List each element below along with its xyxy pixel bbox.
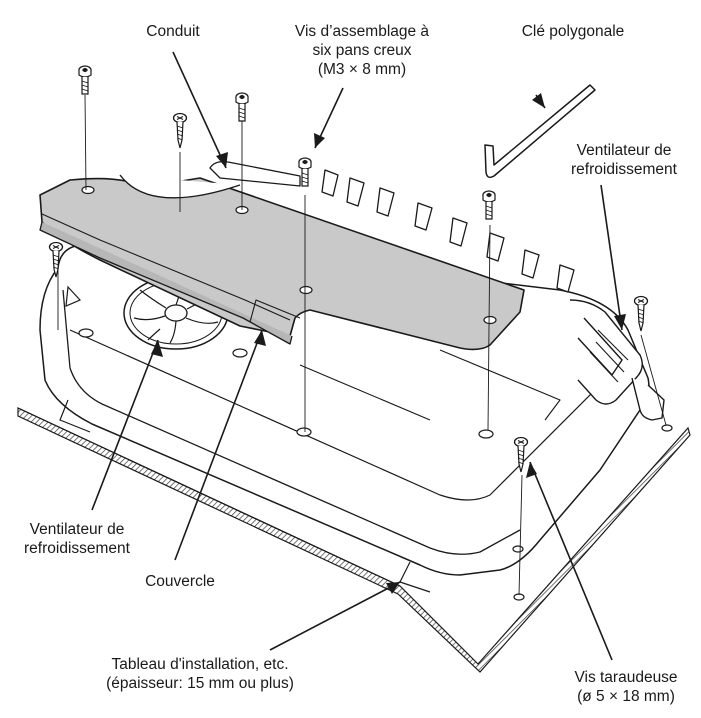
heat-fins — [209, 160, 575, 293]
label-board-line1: Tableau d'installation, etc. — [111, 656, 289, 673]
tapping-screw-3 — [633, 295, 649, 332]
hex-screw-2 — [235, 92, 249, 122]
right-fan-housing — [569, 299, 665, 421]
hex-screw-4 — [482, 190, 496, 220]
callout-arrowheads — [151, 93, 626, 594]
tapping-screw-1 — [172, 112, 188, 149]
label-hex-screws: Vis d’assemblage à six pans creux (M3 × … — [262, 22, 462, 79]
label-tapping-screw: Vis taraudeuse (ø 5 × 18 mm) — [556, 668, 696, 706]
label-fan-left-line2: refroidissement — [24, 540, 130, 557]
label-fan-left-line1: Ventilateur de — [29, 521, 125, 538]
hex-screw-1 — [78, 65, 92, 95]
label-tapping-screw-line1: Vis taraudeuse — [574, 669, 678, 686]
hex-key-tool — [484, 84, 596, 179]
conduit-plate — [39, 174, 525, 351]
label-hex-screws-line3: (M3 × 8 mm) — [317, 61, 407, 78]
label-board: Tableau d'installation, etc. (épaisseur:… — [70, 655, 330, 693]
callout-lines — [91, 51, 623, 661]
label-hex-screws-line2: six pans creux — [312, 42, 412, 59]
label-board-line2: (épaisseur: 15 mm ou plus) — [106, 675, 294, 692]
bottom-fan — [123, 276, 229, 350]
installation-board — [17, 407, 691, 673]
label-tapping-screw-line2: (ø 5 × 18 mm) — [577, 688, 675, 705]
label-fan-top: Ventilateur de refroidissement — [550, 141, 698, 179]
label-cover: Couvercle — [145, 573, 215, 590]
label-fan-top-line2: refroidissement — [571, 161, 677, 178]
hex-screw-3 — [298, 157, 312, 187]
body-holes — [78, 328, 524, 553]
label-hex-screws-line1: Vis d’assemblage à — [294, 23, 430, 40]
label-hex-key: Clé polygonale — [521, 23, 625, 40]
label-fan-left: Ventilateur de refroidissement — [2, 520, 152, 558]
label-conduit: Conduit — [146, 23, 200, 40]
screw-guide-lines — [57, 94, 667, 596]
label-fan-top-line1: Ventilateur de — [576, 142, 672, 159]
board-holes — [513, 424, 673, 601]
conduit-holes — [81, 185, 497, 325]
